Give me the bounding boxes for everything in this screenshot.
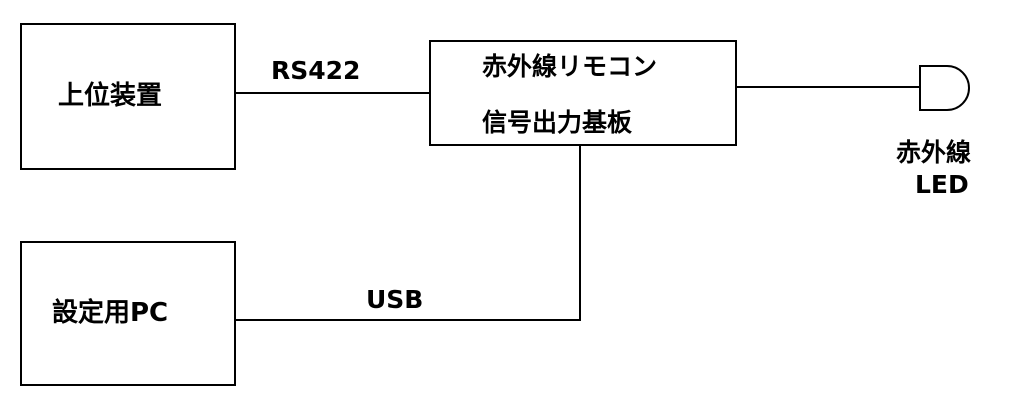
host-device-block bbox=[20, 23, 236, 170]
rs422-connection-line bbox=[236, 92, 429, 94]
ir-board-label-line2: 信号出力基板 bbox=[482, 108, 633, 137]
usb-connection-horizontal-line bbox=[236, 319, 581, 321]
rs422-link-label: RS422 bbox=[271, 56, 361, 85]
settings-pc-block bbox=[20, 241, 236, 386]
ir-led-label-line2: LED bbox=[915, 170, 969, 199]
ir-led-symbol-icon bbox=[919, 65, 970, 111]
usb-link-label: USB bbox=[366, 285, 424, 314]
ir-board-block bbox=[429, 40, 737, 146]
usb-connection-vertical-line bbox=[579, 146, 581, 321]
host-device-label: 上位装置 bbox=[58, 81, 163, 111]
ir-led-label-line1: 赤外線 bbox=[896, 138, 972, 167]
settings-pc-label: 設定用PC bbox=[52, 298, 169, 328]
ir-board-label-line1: 赤外線リモコン bbox=[482, 52, 658, 81]
led-connection-line bbox=[737, 86, 920, 88]
